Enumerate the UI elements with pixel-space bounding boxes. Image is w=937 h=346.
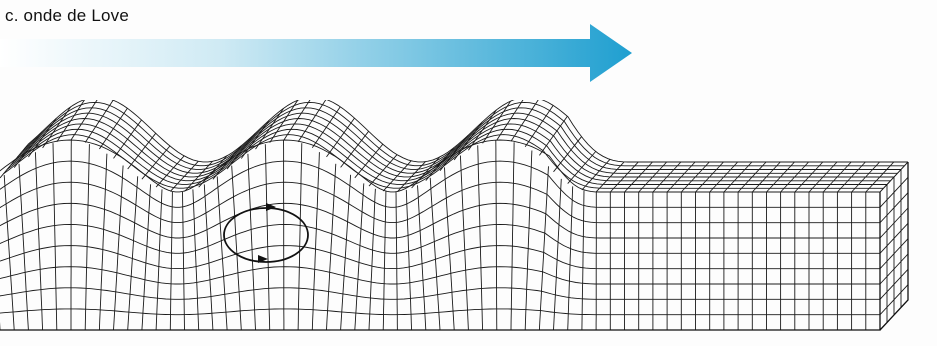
grid-line [241,120,269,158]
grid-line [114,166,124,331]
grid-line [53,143,57,330]
grid-line [445,167,455,330]
elliptical-orbit-icon [224,203,308,263]
grid-line [4,175,14,330]
grid-line [232,166,242,330]
grid-line [355,183,364,330]
grid-line [85,100,113,142]
grid-line [430,178,440,330]
grid-line [582,190,584,330]
right-arrow-icon [0,24,640,84]
grid-line [426,148,454,181]
grid-line [0,203,880,238]
grid-line [496,140,497,330]
grid-line [128,176,138,330]
grid-line [28,100,908,162]
grid-line [497,100,525,140]
grid-line [341,175,351,330]
grid-line [0,144,28,178]
grid-line [0,288,880,300]
grid-line [460,156,468,331]
grid-line [418,185,426,330]
grid-line [568,186,573,330]
grid-line [468,110,496,150]
propagation-arrow [0,24,632,82]
grid-line [0,224,880,253]
grid-line [183,192,185,330]
grid-line [478,145,483,330]
grid-line [312,152,319,330]
grid-line [204,184,213,330]
grid-line [14,132,42,168]
grid-line [170,192,172,330]
grid-line [227,133,255,169]
grid-line [265,144,269,330]
grid-line [327,164,336,330]
figure-label: c. onde de Love [5,6,129,26]
grid-line [248,154,256,330]
grid-line [440,135,468,170]
grid-line [156,189,162,330]
grid-line [554,179,562,330]
grid-line [99,154,107,330]
grid-line [298,143,302,330]
grid-line [341,131,369,167]
grid-line [406,190,411,330]
grid-line [28,118,56,157]
grid-line [19,164,28,330]
grid-line [511,100,539,141]
grid-line [35,152,42,330]
deformation-grid [0,100,908,330]
grid-line [142,184,151,330]
grid-line [128,133,156,169]
grid-line [85,144,89,330]
grid-line [0,309,880,315]
love-wave-block [0,100,937,346]
grid-line [511,142,514,330]
grid-line [396,192,397,330]
grid-line [525,151,532,331]
grid-line [298,100,326,142]
grid-line [369,189,375,330]
grid-line [217,176,227,330]
grid-line [383,192,386,331]
grid-line [539,166,548,330]
grid-line [270,100,298,142]
grid-line [193,189,199,330]
